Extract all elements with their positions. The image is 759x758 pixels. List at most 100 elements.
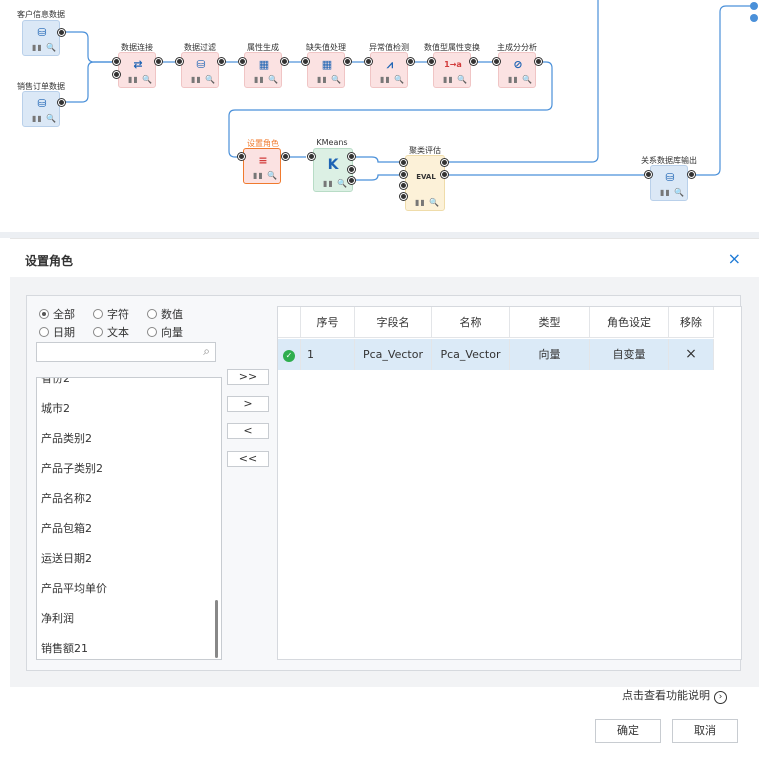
filter-all-radio[interactable]: 全部 xyxy=(39,306,93,322)
port-in[interactable] xyxy=(176,58,183,65)
node-kmeans[interactable]: K ▮▮ 🔍 xyxy=(313,148,353,192)
list-item[interactable]: 产品包箱2 xyxy=(41,522,92,535)
remove-icon[interactable]: × xyxy=(669,339,714,370)
port-in[interactable] xyxy=(400,193,407,200)
port-out[interactable] xyxy=(155,58,162,65)
list-scrollbar[interactable] xyxy=(215,600,218,658)
list-item[interactable]: 运送日期2 xyxy=(41,552,92,565)
port-out[interactable] xyxy=(441,171,448,178)
link-eval-up xyxy=(447,0,599,163)
port-out[interactable] xyxy=(470,58,477,65)
port-out[interactable] xyxy=(58,29,65,36)
ok-button[interactable]: 确定 xyxy=(595,719,661,743)
radio-dot-icon xyxy=(39,327,49,337)
node-tools-icons: ▮▮ 🔍 xyxy=(254,75,280,84)
port-out[interactable] xyxy=(58,99,65,106)
table-row[interactable]: ✓ 1 Pca_Vector Pca_Vector 向量 自变量 × xyxy=(278,339,714,370)
list-item[interactable]: 销售额21 xyxy=(41,642,88,655)
port-in[interactable] xyxy=(365,58,372,65)
port-out[interactable] xyxy=(282,153,289,160)
node-label-cluster-eval: 聚类评估 xyxy=(409,146,441,155)
role-select[interactable]: 自变量 xyxy=(590,339,669,370)
filter-label: 字符 xyxy=(107,308,129,321)
kmeans-icon: K xyxy=(327,157,339,173)
port-out[interactable] xyxy=(688,171,695,178)
node-missing[interactable]: ▦ ▮▮ 🔍 xyxy=(307,52,345,88)
node-numeric-transform[interactable]: 1→a ▮▮ 🔍 xyxy=(433,52,471,88)
port-in[interactable] xyxy=(400,182,407,189)
port-out[interactable] xyxy=(535,58,542,65)
port-out[interactable] xyxy=(281,58,288,65)
link-orders-join xyxy=(60,61,112,103)
help-link[interactable]: 点击查看功能说明› xyxy=(622,687,727,704)
port-in[interactable] xyxy=(238,153,245,160)
cancel-button[interactable]: 取消 xyxy=(672,719,738,743)
node-sales-orders[interactable]: ⛁ ▮▮ 🔍 xyxy=(22,91,60,127)
filter-numeric-radio[interactable]: 数值 xyxy=(147,306,201,322)
help-link-label: 点击查看功能说明 xyxy=(622,689,710,702)
filter-label: 数值 xyxy=(161,308,183,321)
filter-label: 文本 xyxy=(107,326,129,339)
radio-dot-icon xyxy=(147,327,157,337)
port-out[interactable] xyxy=(441,159,448,166)
node-data-join[interactable]: ⇄ ▮▮ 🔍 xyxy=(118,52,156,88)
field-search-input[interactable]: ⌕ xyxy=(36,342,216,362)
set-role-icon: ≡ xyxy=(258,154,268,167)
node-cluster-eval[interactable]: EVAL ▮▮ 🔍 xyxy=(405,155,445,211)
list-item[interactable]: 城市2 xyxy=(41,402,70,415)
node-customer-info[interactable]: ⛁ ▮▮ 🔍 xyxy=(22,20,60,56)
node-tools-icons: ▮▮ 🔍 xyxy=(191,75,217,84)
move-left-button[interactable]: < xyxy=(227,423,269,439)
port-in[interactable] xyxy=(239,58,246,65)
port-in[interactable] xyxy=(400,159,407,166)
port-out[interactable] xyxy=(348,177,355,184)
close-icon[interactable]: × xyxy=(727,249,741,268)
field-list[interactable]: 省份2 城市2 产品类别2 产品子类别2 产品名称2 产品包箱2 运送日期2 产… xyxy=(36,377,222,660)
node-outlier[interactable]: ⩘ ▮▮ 🔍 xyxy=(370,52,408,88)
node-db-output[interactable]: ⛁ ▮▮ 🔍 xyxy=(650,165,688,201)
node-label-missing: 缺失值处理 xyxy=(306,43,346,52)
port-in[interactable] xyxy=(493,58,500,65)
list-item[interactable]: 产品子类别2 xyxy=(41,462,103,475)
table-header-check xyxy=(278,307,301,338)
node-set-role[interactable]: ≡ ▮▮ 🔍 xyxy=(243,148,281,184)
move-all-right-button[interactable]: >> xyxy=(227,369,269,385)
move-right-button[interactable]: > xyxy=(227,396,269,412)
filter-text-radio[interactable]: 文本 xyxy=(93,324,147,340)
port-in[interactable] xyxy=(400,171,407,178)
node-pca[interactable]: ⊘ ▮▮ 🔍 xyxy=(498,52,536,88)
node-data-filter[interactable]: ⛁ ▮▮ 🔍 xyxy=(181,52,219,88)
list-item[interactable]: 省份2 xyxy=(41,377,70,385)
port-in[interactable] xyxy=(308,153,315,160)
node-label-attr-gen: 属性生成 xyxy=(247,43,279,52)
table-cell: 向量 xyxy=(510,339,590,370)
port-out[interactable] xyxy=(348,153,355,160)
filter-label: 向量 xyxy=(161,326,183,339)
filter-string-radio[interactable]: 字符 xyxy=(93,306,147,322)
port-in[interactable] xyxy=(113,58,120,65)
move-all-left-button[interactable]: << xyxy=(227,451,269,467)
list-item[interactable]: 净利润 xyxy=(41,612,74,625)
port-in[interactable] xyxy=(113,71,120,78)
port-in[interactable] xyxy=(302,58,309,65)
node-tools-icons: ▮▮ 🔍 xyxy=(660,188,686,197)
port-in[interactable] xyxy=(645,171,652,178)
node-label-numeric-transform: 数值型属性变换 xyxy=(424,43,480,52)
table-header: 移除 xyxy=(669,307,714,338)
port-out[interactable] xyxy=(348,166,355,173)
table-header: 类型 xyxy=(510,307,590,338)
node-attr-gen[interactable]: ▦ ▮▮ 🔍 xyxy=(244,52,282,88)
filter-vector-radio[interactable]: 向量 xyxy=(147,324,201,340)
port-out[interactable] xyxy=(344,58,351,65)
dialog-title: 设置角色 xyxy=(25,254,74,268)
filter-date-radio[interactable]: 日期 xyxy=(39,324,93,340)
port-in[interactable] xyxy=(428,58,435,65)
list-item[interactable]: 产品名称2 xyxy=(41,492,92,505)
node-tools-icons: ▮▮ 🔍 xyxy=(380,75,406,84)
workflow-canvas[interactable]: 客户信息数据 ⛁ ▮▮ 🔍 销售订单数据 ⛁ ▮▮ 🔍 数据连接 ⇄ ▮▮ 🔍 … xyxy=(0,0,759,232)
port-out[interactable] xyxy=(407,58,414,65)
list-item[interactable]: 产品类别2 xyxy=(41,432,92,445)
list-item[interactable]: 产品平均单价 xyxy=(41,582,107,595)
database-icon: ⛁ xyxy=(665,171,675,184)
port-out[interactable] xyxy=(218,58,225,65)
